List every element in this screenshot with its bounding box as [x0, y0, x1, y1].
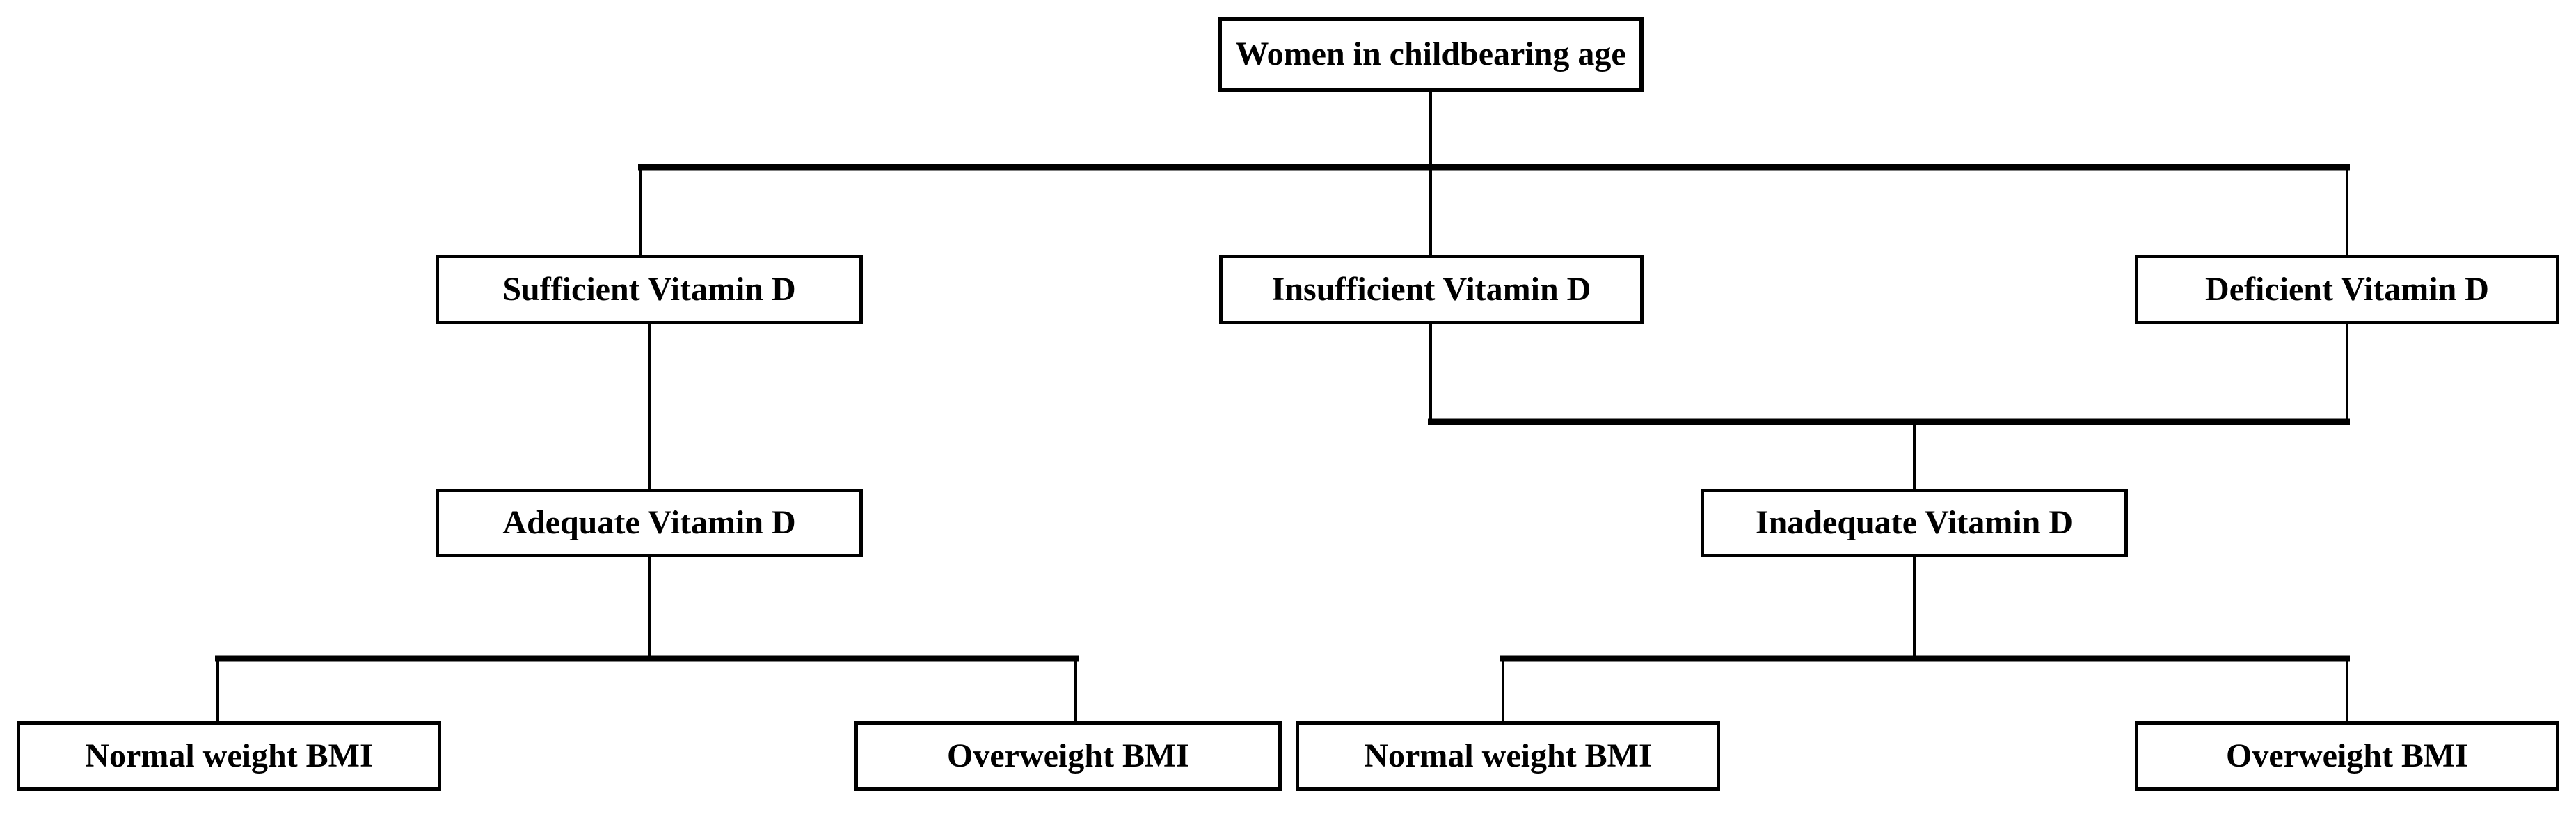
node-label: Normal weight BMI [85, 737, 373, 774]
node-label: Normal weight BMI [1364, 737, 1652, 774]
node-label: Overweight BMI [2226, 737, 2468, 774]
node-adequate-vitamin-d: Adequate Vitamin D [436, 489, 863, 557]
node-sufficient-vitamin-d: Sufficient Vitamin D [436, 255, 863, 324]
node-label: Women in childbearing age [1235, 35, 1626, 72]
node-overweight-bmi-left: Overweight BMI [854, 721, 1282, 791]
node-label: Sufficient Vitamin D [502, 270, 796, 308]
node-women-childbearing-age: Women in childbearing age [1218, 17, 1644, 92]
node-label: Adequate Vitamin D [502, 503, 796, 541]
node-label: Inadequate Vitamin D [1755, 503, 2074, 541]
node-insufficient-vitamin-d: Insufficient Vitamin D [1219, 255, 1644, 324]
node-normal-weight-bmi-right: Normal weight BMI [1296, 721, 1720, 791]
node-overweight-bmi-right: Overweight BMI [2135, 721, 2559, 791]
node-inadequate-vitamin-d: Inadequate Vitamin D [1701, 489, 2128, 557]
node-label: Overweight BMI [947, 737, 1189, 774]
node-deficient-vitamin-d: Deficient Vitamin D [2135, 255, 2559, 324]
node-normal-weight-bmi-left: Normal weight BMI [17, 721, 441, 791]
node-label: Deficient Vitamin D [2205, 270, 2489, 308]
node-label: Insufficient Vitamin D [1271, 270, 1591, 308]
